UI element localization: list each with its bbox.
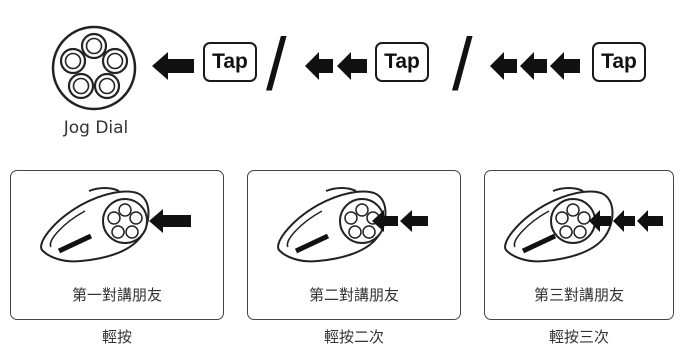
separator-slash: /: [266, 23, 287, 106]
tap-key: Tap: [375, 42, 429, 82]
tap-key: Tap: [203, 42, 257, 82]
tap-key: Tap: [592, 42, 646, 82]
panel-title: 第三對講朋友: [533, 286, 624, 304]
intercom-friend-1-panel: 第一對講朋友: [10, 170, 224, 320]
headset-device-icon: [277, 187, 428, 263]
intercom-friend-2-panel: 第二對講朋友: [247, 170, 461, 320]
headset-device-icon: [504, 187, 663, 263]
panel-caption: 輕按二次: [323, 328, 384, 346]
double-arrow-left-icon: [305, 52, 367, 80]
jog-dial-label: Jog Dial: [63, 118, 129, 138]
separator-slash: /: [452, 23, 473, 106]
panel-caption: 輕按三次: [548, 328, 609, 346]
panel-caption: 輕按: [101, 328, 132, 346]
jog-dial-icon: [48, 22, 140, 114]
panel-title: 第二對講朋友: [308, 286, 399, 304]
headset-device-icon: [40, 187, 191, 263]
arrow-left-icon: [152, 52, 194, 80]
intercom-friend-3-panel: 第三對講朋友: [484, 170, 674, 320]
triple-arrow-left-icon: [490, 52, 580, 80]
panel-title: 第一對講朋友: [71, 286, 162, 304]
